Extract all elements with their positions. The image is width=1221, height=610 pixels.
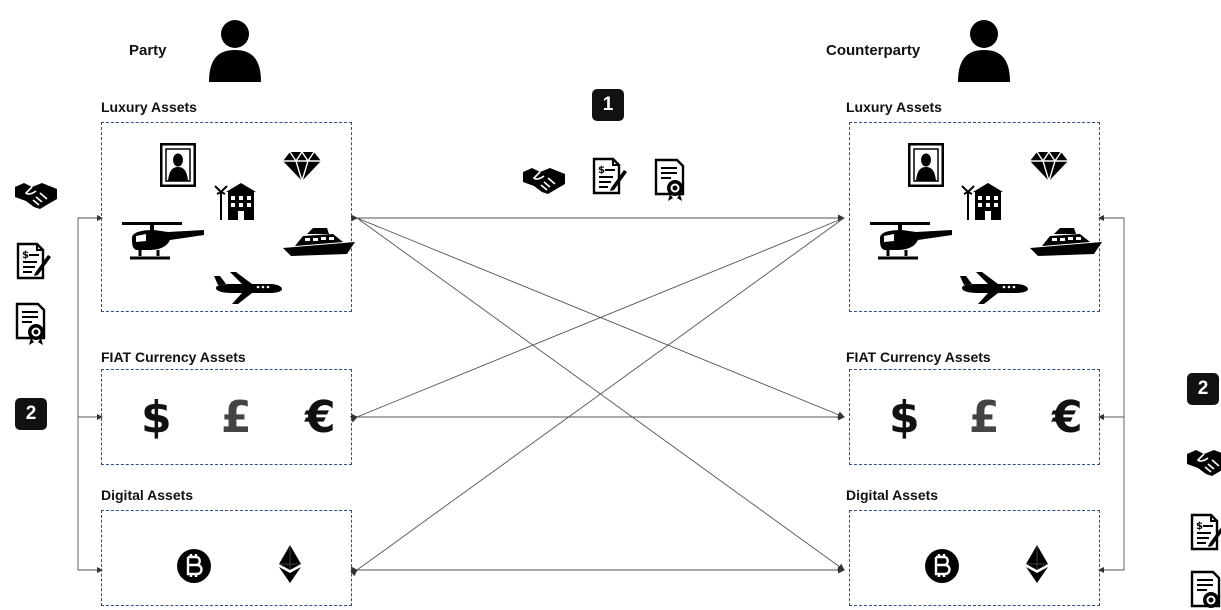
counterparty-label: Counterparty (826, 42, 921, 59)
party-digital-label: Digital Assets (101, 487, 194, 503)
euro-symbol: € (1052, 392, 1083, 443)
certificate-icon (1190, 570, 1221, 608)
building-icon (961, 183, 1003, 220)
pound-symbol: £ (969, 392, 1000, 443)
helicopter-icon (122, 222, 204, 260)
jet-icon (214, 272, 282, 304)
handshake-icon (15, 183, 57, 209)
counterparty-fiat-box (849, 369, 1100, 465)
bitcoin-icon (177, 549, 211, 583)
euro-symbol: € (305, 392, 336, 443)
party-luxury-box (101, 122, 352, 312)
ethereum-icon (279, 545, 301, 583)
person-icon (209, 20, 261, 82)
pound-symbol: £ (221, 392, 252, 443)
flow-digital-luxury (350, 217, 845, 577)
svg-text:$: $ (1196, 521, 1203, 532)
certificate-icon (654, 158, 685, 201)
dollar-symbol: $ (141, 392, 172, 443)
diamond-icon (283, 150, 321, 182)
party-luxury-label: Luxury Assets (101, 99, 197, 115)
yacht-icon (1030, 228, 1102, 256)
step-badge-2-left: 2 (15, 398, 47, 430)
party-fiat-label: FIAT Currency Assets (101, 349, 246, 365)
party-fiat-box (101, 369, 352, 465)
counterparty-luxury-label: Luxury Assets (846, 99, 942, 115)
counterparty-luxury-box (849, 122, 1100, 312)
painting-icon (160, 143, 196, 187)
left-bracket (77, 217, 97, 571)
contract-icon: $ (1190, 513, 1221, 551)
step-badge-1: 1 (592, 89, 624, 121)
jet-icon (960, 272, 1028, 304)
svg-text:$: $ (598, 165, 605, 176)
counterparty-digital-box (849, 510, 1100, 606)
counterparty-fiat-label: FIAT Currency Assets (846, 349, 991, 365)
counterparty-digital-label: Digital Assets (846, 487, 939, 503)
yacht-icon (283, 228, 355, 256)
handshake-icon (1187, 450, 1221, 476)
painting-icon (908, 143, 944, 187)
contract-icon: $ (16, 242, 51, 280)
party-label: Party (129, 42, 167, 59)
party-digital-box (101, 510, 352, 606)
flow-fiat-luxury (350, 217, 845, 423)
ethereum-icon (1026, 545, 1048, 583)
helicopter-icon (870, 222, 952, 260)
right-bracket (1104, 217, 1125, 571)
handshake-icon (523, 168, 565, 194)
bitcoin-icon (925, 549, 959, 583)
svg-text:$: $ (22, 250, 29, 261)
dollar-symbol: $ (889, 392, 920, 443)
certificate-icon (15, 302, 46, 345)
building-icon (214, 183, 256, 220)
person-icon (958, 20, 1010, 82)
contract-icon: $ (592, 157, 627, 195)
diamond-icon (1030, 150, 1068, 182)
step-badge-2-right: 2 (1187, 373, 1219, 405)
